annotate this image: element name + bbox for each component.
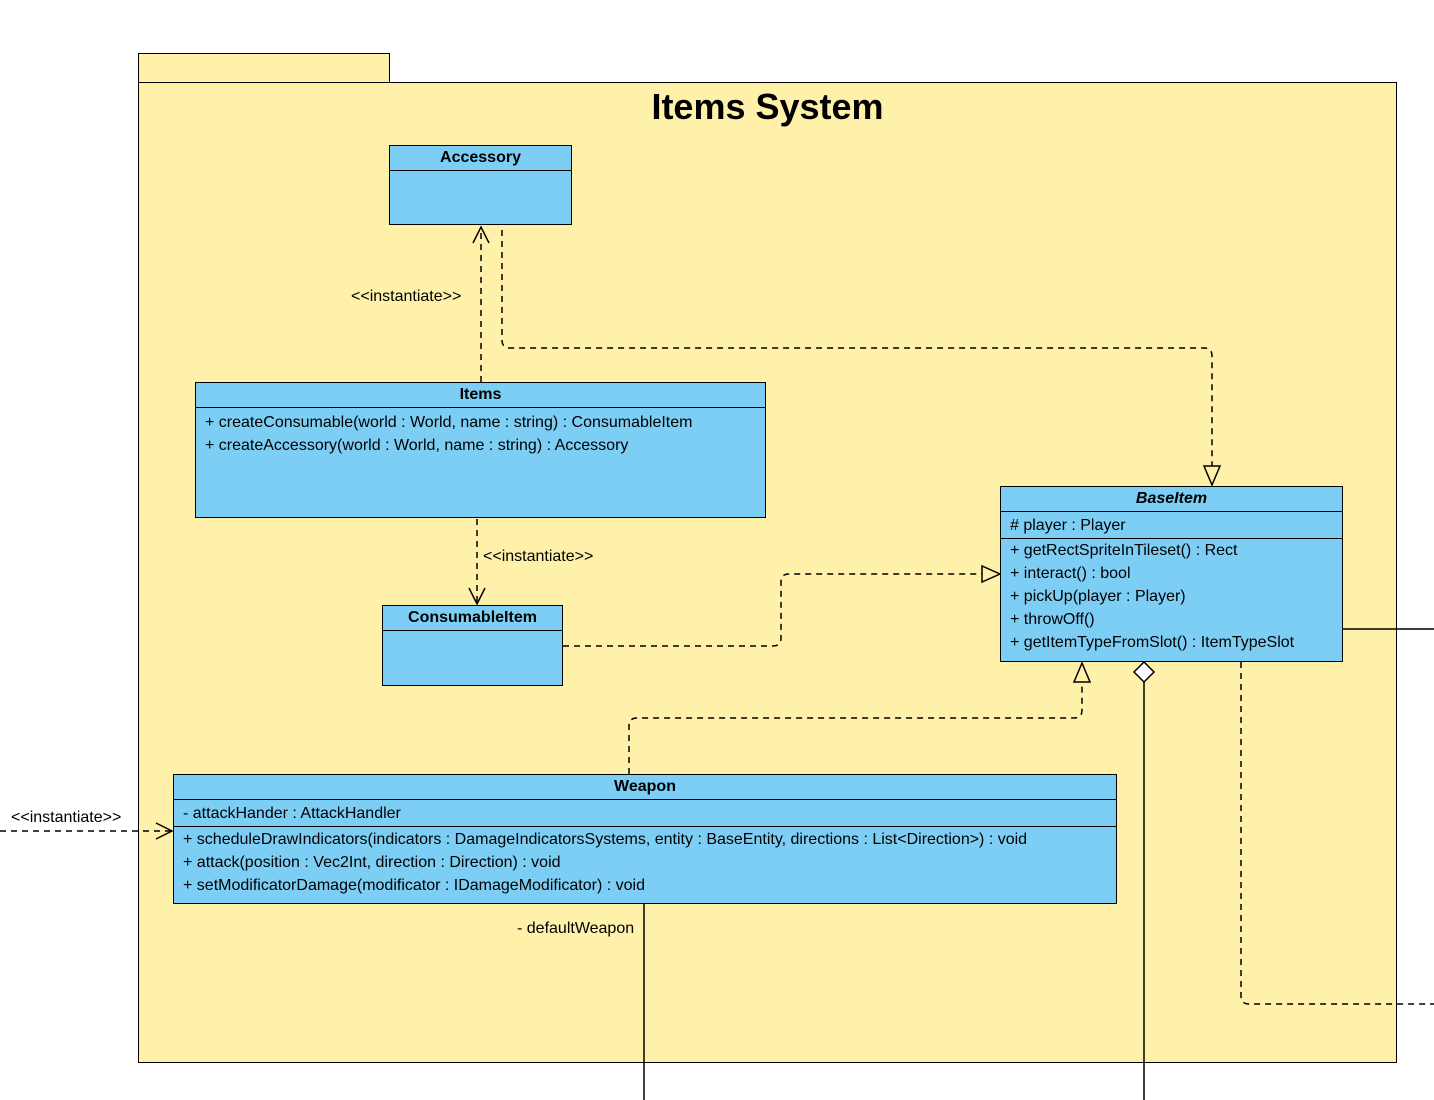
attribute: - attackHander : AttackHandler [183, 805, 401, 822]
accessory-to-baseitem-realization [501, 230, 1213, 466]
method: + createAccessory(world : World, name : … [205, 437, 629, 454]
method: + getRectSpriteInTileset() : Rect [1010, 542, 1238, 559]
method: + pickUp(player : Player) [1010, 588, 1186, 605]
class-accessory[interactable]: Accessory [389, 145, 572, 225]
class-name: Items [196, 383, 765, 408]
class-items[interactable]: Items + createConsumable(world : World, … [195, 382, 766, 518]
method: + createConsumable(world : World, name :… [205, 414, 693, 431]
method: + interact() : bool [1010, 565, 1131, 582]
attribute: # player : Player [1010, 517, 1126, 534]
consumable-open-arrowhead [468, 587, 486, 606]
method: + attack(position : Vec2Int, direction :… [183, 854, 561, 871]
baseitem-hollow-triangle-top [1202, 465, 1222, 487]
instantiate-label-weapon: <<instantiate>> [11, 809, 122, 826]
default-weapon-role-label: - defaultWeapon [517, 920, 635, 937]
instantiate-label-consumable: <<instantiate>> [483, 548, 594, 565]
method: + scheduleDrawIndicators(indicators : Da… [183, 831, 1028, 848]
class-name: Accessory [390, 146, 571, 171]
consumable-to-baseitem-realization [563, 573, 982, 647]
class-consumable-item[interactable]: ConsumableItem [382, 605, 563, 686]
attributes-section: - attackHander : AttackHandler [174, 800, 1116, 827]
class-name: BaseItem [1001, 487, 1342, 512]
weapon-open-arrowhead [155, 822, 174, 840]
package-title: Items System [651, 86, 884, 127]
baseitem-aggregation-diamond [1132, 660, 1156, 684]
methods-section: + scheduleDrawIndicators(indicators : Da… [174, 827, 1116, 901]
methods-section: + createConsumable(world : World, name :… [196, 408, 765, 461]
method: + getItemTypeFromSlot() : ItemTypeSlot [1010, 634, 1295, 651]
accessory-open-arrowhead [472, 225, 490, 244]
class-base-item[interactable]: BaseItem # player : Player + getRectSpri… [1000, 486, 1343, 662]
weapon-to-baseitem-realization [628, 682, 1083, 774]
instantiate-label-accessory: <<instantiate>> [351, 288, 462, 305]
class-name: ConsumableItem [383, 606, 562, 631]
method: + setModificatorDamage(modificator : IDa… [183, 877, 645, 894]
class-name: Weapon [174, 775, 1116, 800]
class-weapon[interactable]: Weapon - attackHander : AttackHandler + … [173, 774, 1117, 904]
baseitem-right-dependency [1240, 662, 1434, 1005]
baseitem-hollow-triangle-bottom [1072, 661, 1092, 683]
method: + throwOff() [1010, 611, 1095, 628]
methods-section: + getRectSpriteInTileset() : Rect + inte… [1001, 539, 1342, 658]
attributes-section: # player : Player [1001, 512, 1342, 539]
baseitem-hollow-triangle-left [981, 564, 1002, 584]
